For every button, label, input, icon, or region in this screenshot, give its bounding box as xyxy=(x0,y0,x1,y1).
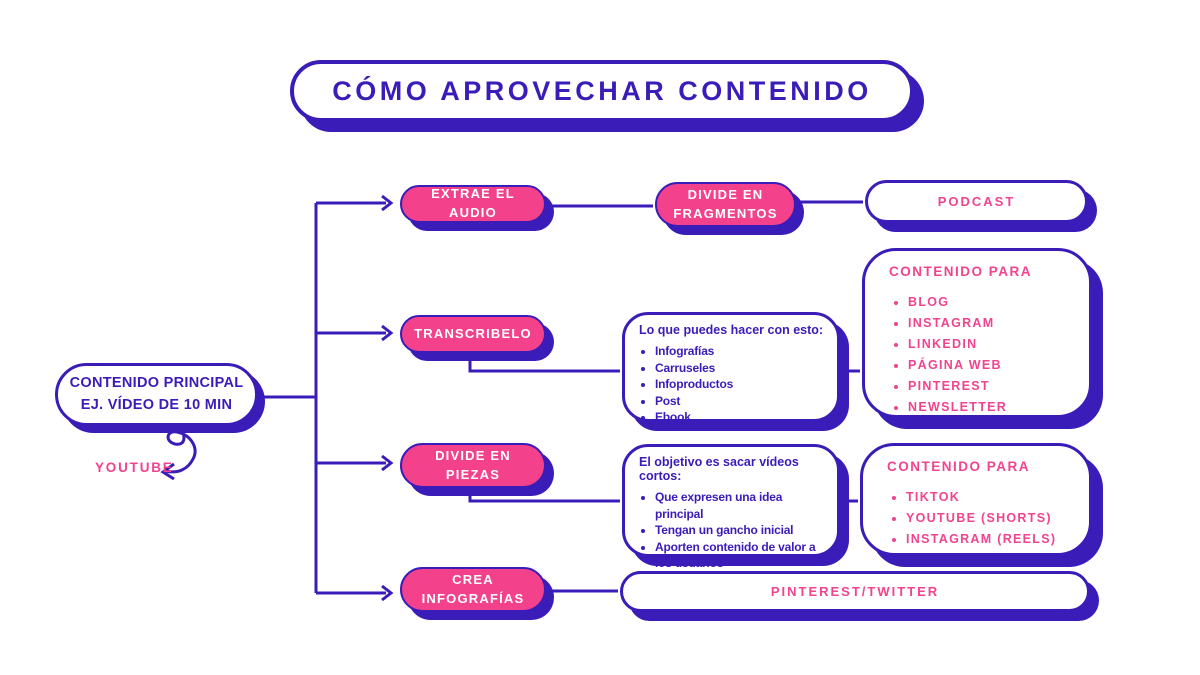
note-transcribe-title: Lo que puedes hacer con esto: xyxy=(639,323,824,337)
list-item: Aporten contenido de valor a los usuario… xyxy=(655,539,829,572)
list-item: Infoproductos xyxy=(655,376,733,393)
platform-label: YOUTUBE xyxy=(95,460,174,475)
diagram-title: CÓMO APROVECHAR CONTENIDO xyxy=(290,60,914,122)
list-item: LINKEDIN xyxy=(908,334,1007,355)
output-pinterest-twitter: PINTEREST/TWITTER xyxy=(620,571,1090,612)
connector-transcribe-note xyxy=(468,353,620,373)
note-transcribe-list: InfografíasCarruselesInfoproductosPostEb… xyxy=(637,343,733,426)
action-create-infographics: CREA INFOGRAFÍAS xyxy=(400,567,546,612)
source-line1: CONTENIDO PRINCIPAL xyxy=(69,374,244,391)
list-item: Carruseles xyxy=(655,360,733,377)
note-pieces-title: El objetivo es sacar vídeos cortos: xyxy=(639,455,799,483)
target-transcribe-title: CONTENIDO PARA xyxy=(889,264,1033,279)
list-item: INSTAGRAM xyxy=(908,313,1007,334)
action-transcribe: TRANSCRIBELO xyxy=(400,315,546,353)
target-transcribe-list: BLOGINSTAGRAMLINKEDINPÁGINA WEBPINTEREST… xyxy=(889,292,1007,418)
action-extract-audio: EXTRAE EL AUDIO xyxy=(400,185,546,223)
note-pieces-list: Que expresen una idea principalTengan un… xyxy=(637,489,829,572)
target-pieces-title: CONTENIDO PARA xyxy=(887,459,1031,474)
list-item: BLOG xyxy=(908,292,1007,313)
list-item: INSTAGRAM (REELS) xyxy=(906,529,1056,550)
connector-pieces-note xyxy=(468,488,620,503)
curly-arrow xyxy=(165,424,197,474)
list-item: NEWSLETTER xyxy=(908,397,1007,418)
list-item: YOUTUBE (SHORTS) xyxy=(906,508,1056,529)
arrowhead-branch-4 xyxy=(381,584,394,602)
list-item: Infografías xyxy=(655,343,733,360)
list-item: Ebook xyxy=(655,409,733,426)
arrowhead-branch-3 xyxy=(381,454,394,472)
list-item: Tengan un gancho inicial xyxy=(655,522,829,539)
list-item: Que expresen una idea principal xyxy=(655,489,829,522)
source-node: CONTENIDO PRINCIPAL EJ. VÍDEO DE 10 MIN xyxy=(55,363,258,426)
arrowhead-branch-1 xyxy=(381,194,394,212)
output-podcast: PODCAST xyxy=(865,180,1088,223)
list-item: TIKTOK xyxy=(906,487,1056,508)
target-pieces-list: TIKTOKYOUTUBE (SHORTS)INSTAGRAM (REELS) xyxy=(887,487,1056,550)
source-line2: EJ. VÍDEO DE 10 MIN xyxy=(80,396,233,413)
list-item: Post xyxy=(655,393,733,410)
curly-arrowhead xyxy=(160,462,175,481)
note-pieces: El objetivo es sacar vídeos cortos: Que … xyxy=(622,444,840,570)
action-split-pieces: DIVIDE EN PIEZAS xyxy=(400,443,546,488)
step-divide-fragments: DIVIDE EN FRAGMENTOS xyxy=(655,182,796,227)
target-pieces: CONTENIDO PARA TIKTOKYOUTUBE (SHORTS)INS… xyxy=(860,443,1092,556)
arrowhead-branch-2 xyxy=(381,324,394,342)
list-item: PINTEREST xyxy=(908,376,1007,397)
target-transcribe: CONTENIDO PARA BLOGINSTAGRAMLINKEDINPÁGI… xyxy=(862,248,1092,418)
list-item: PÁGINA WEB xyxy=(908,355,1007,376)
note-transcribe: Lo que puedes hacer con esto: Infografía… xyxy=(622,312,840,424)
